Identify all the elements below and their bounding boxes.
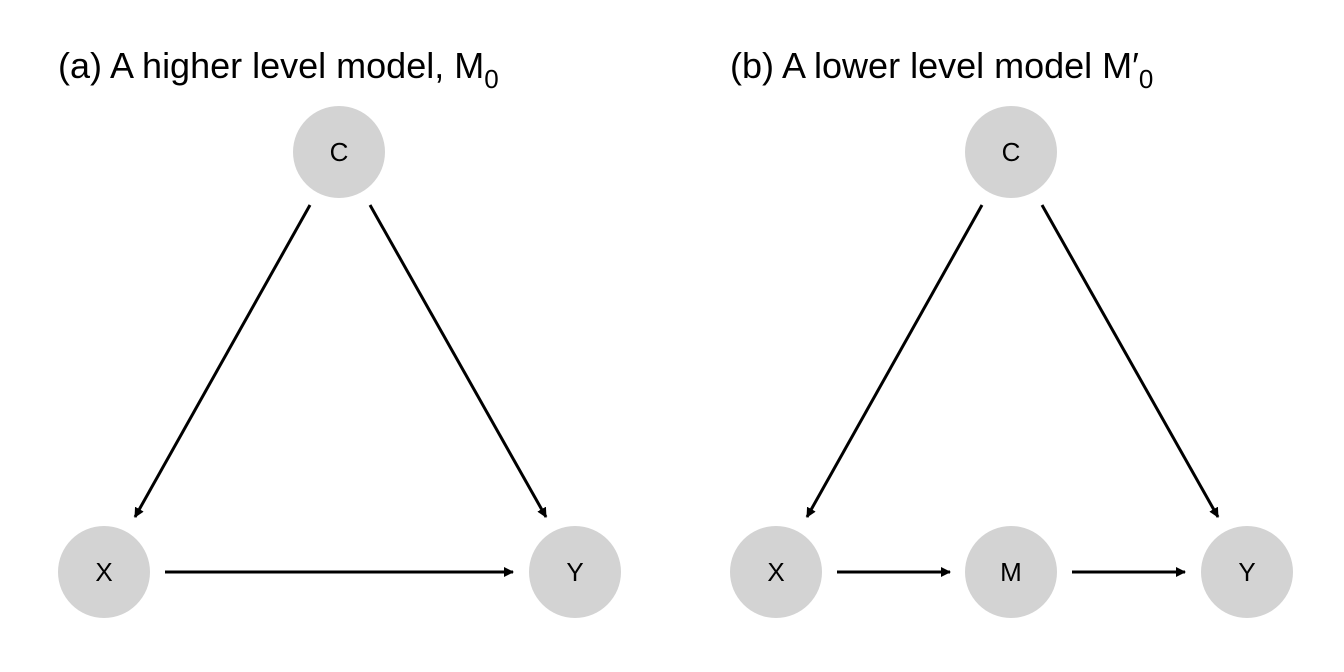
- node-c-label: C: [1002, 137, 1021, 167]
- node-x-label: X: [767, 557, 784, 587]
- node-y-circle: [1201, 526, 1293, 618]
- node-y-label: Y: [566, 557, 583, 587]
- node-y-label: Y: [1238, 557, 1255, 587]
- node-x-circle: [730, 526, 822, 618]
- node-x: X: [730, 526, 822, 618]
- node-y: Y: [1201, 526, 1293, 618]
- panel-b: (b) A lower level model M′0 C X M Y: [730, 45, 1293, 618]
- node-c-circle: [293, 106, 385, 198]
- edge-c-to-y: [368, 204, 548, 518]
- node-m: M: [965, 526, 1057, 618]
- node-c-circle: [965, 106, 1057, 198]
- node-y: Y: [529, 526, 621, 618]
- node-y-circle: [529, 526, 621, 618]
- panel-a-title: (a) A higher level model, M0: [58, 45, 499, 94]
- edge-c-to-x: [805, 204, 984, 518]
- panel-b-edges: [805, 204, 1220, 577]
- node-m-label: M: [1000, 557, 1022, 587]
- edge-c-to-x: [133, 204, 312, 518]
- node-x-circle: [58, 526, 150, 618]
- node-c-label: C: [330, 137, 349, 167]
- node-x-label: X: [95, 557, 112, 587]
- node-c: C: [965, 106, 1057, 198]
- edge-c-to-y: [1040, 204, 1220, 518]
- node-x: X: [58, 526, 150, 618]
- panel-a: (a) A higher level model, M0 C X Y: [58, 45, 621, 618]
- panel-a-edges: [133, 204, 548, 577]
- node-c: C: [293, 106, 385, 198]
- panel-b-title: (b) A lower level model M′0: [730, 45, 1153, 94]
- node-m-circle: [965, 526, 1057, 618]
